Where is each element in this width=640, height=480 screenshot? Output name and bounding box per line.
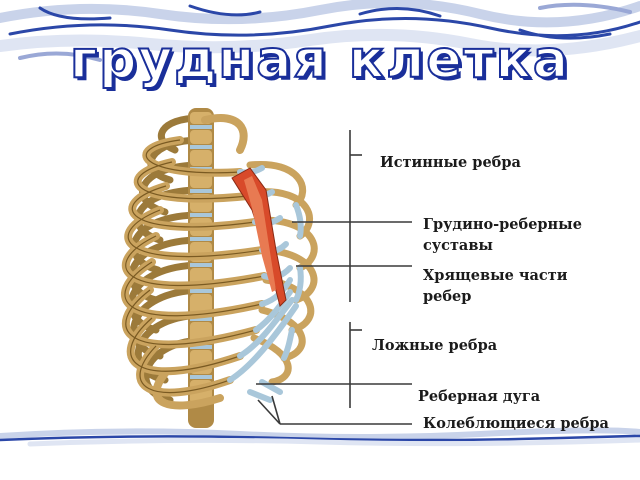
sternum: [231, 167, 287, 307]
slide-title: грудная клетка: [69, 29, 570, 91]
annotation-lines: [256, 130, 412, 425]
spine: [188, 108, 214, 428]
top-wave-decoration: [0, 0, 640, 62]
label-false-ribs: Ложные ребра: [372, 337, 498, 354]
label-floating-ribs: Колеблющиеся ребра: [423, 415, 609, 432]
label-cartilage-line1: Хрящевые части: [423, 267, 568, 284]
label-true-ribs: Истинные ребра: [380, 154, 521, 171]
label-cartilage-line2: ребер: [423, 288, 472, 305]
rib-cage-illustration: [121, 108, 318, 428]
label-sternocostal-joints-line2: суставы: [423, 237, 493, 254]
label-sternocostal-joints-line1: Грудино-реберные: [423, 216, 582, 233]
label-costal-arch: Реберная дуга: [418, 388, 541, 405]
